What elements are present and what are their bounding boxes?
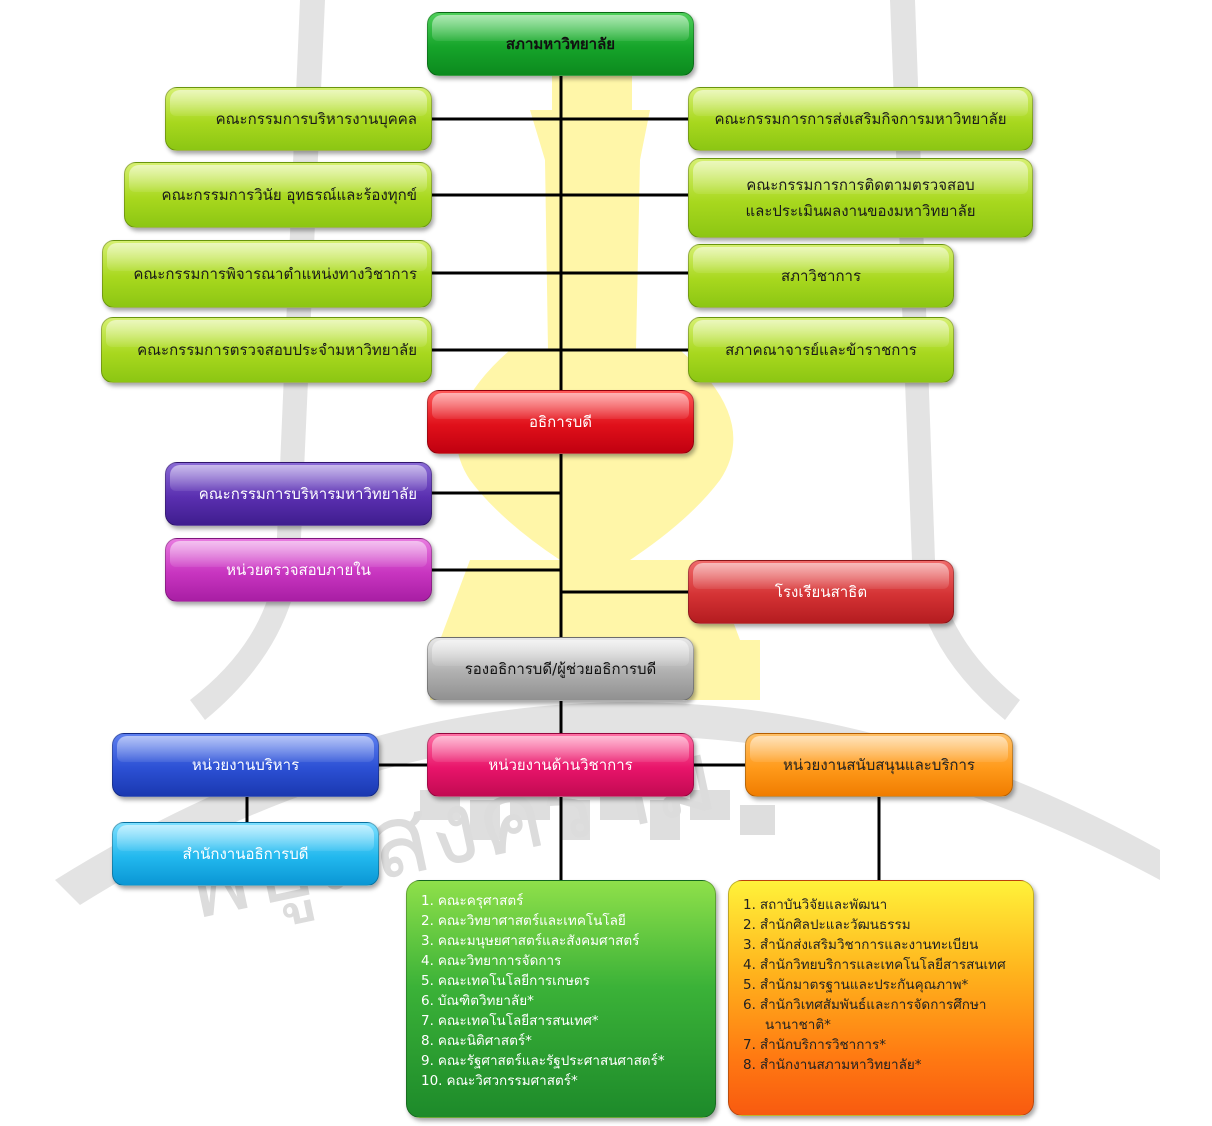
academic-faculties-list-box: 1.คณะครุศาสตร์ 2.คณะวิทยาศาสตร์และเทคโนโ…: [406, 880, 716, 1118]
committee-promotion-box: คณะกรรมการการส่งเสริมกิจการมหาวิทยาลัย: [688, 87, 1033, 151]
admin-unit-box: หน่วยงานบริหาร: [112, 733, 379, 797]
university-council-box: สภามหาวิทยาลัย: [427, 12, 694, 76]
vice-presidents-box: รองอธิการบดี/ผู้ช่วยอธิการบดี: [427, 637, 694, 701]
president-office-box: สำนักงานอธิการบดี: [112, 822, 379, 886]
admin-unit-label: หน่วยงานบริหาร: [191, 755, 300, 774]
committee-label: คณะกรรมการการส่งเสริมกิจการมหาวิทยาลัย: [714, 109, 1007, 128]
committee-label-line2: และประเมินผลงานของมหาวิทยาลัย: [745, 202, 976, 220]
list-item: 5.คณะเทคโนโลยีการเกษตร: [421, 973, 590, 989]
list-item: 5.สำนักมาตรฐานและประกันคุณภาพ*: [743, 977, 969, 993]
list-item: 3.คณะมนุษยศาสตร์และสังคมศาสตร์: [421, 933, 640, 949]
list-item: 2.คณะวิทยาศาสตร์และเทคโนโลยี: [421, 913, 626, 929]
committee-monitoring-box: คณะกรรมการการติดตามตรวจสอบ และประเมินผลง…: [688, 158, 1033, 238]
list-item: 3.สำนักส่งเสริมวิชาการและงานทะเบียน: [743, 937, 979, 953]
academic-unit-box: หน่วยงานด้านวิชาการ: [427, 733, 694, 797]
watermark-arch-right: [890, 0, 1020, 720]
internal-audit-box: หน่วยตรวจสอบภายใน: [165, 538, 432, 602]
committee-personnel-box: คณะกรรมการบริหารงานบุคคล: [165, 87, 432, 151]
committee-label: คณะกรรมการพิจารณาตำแหน่งทางวิชาการ: [133, 264, 417, 283]
list-item: 9.คณะรัฐศาสตร์และรัฐประศาสนศาสตร์*: [421, 1053, 665, 1069]
internal-audit-label: หน่วยตรวจสอบภายใน: [226, 560, 371, 579]
demo-school-label: โรงเรียนสาธิต: [774, 582, 868, 601]
demo-school-box: โรงเรียนสาธิต: [688, 560, 954, 624]
faculty-senate-box: สภาคณาจารย์และข้าราชการ: [688, 317, 954, 383]
committee-academic-position-box: คณะกรรมการพิจารณาตำแหน่งทางวิชาการ: [102, 240, 432, 308]
president-box: อธิการบดี: [427, 390, 694, 454]
committee-label-line1: คณะกรรมการการติดตามตรวจสอบ: [746, 175, 975, 194]
committee-audit-box: คณะกรรมการตรวจสอบประจำมหาวิทยาลัย: [101, 317, 432, 383]
list-item: 1.คณะครุศาสตร์: [421, 893, 524, 909]
committee-label: คณะกรรมการตรวจสอบประจำมหาวิทยาลัย: [137, 340, 417, 359]
list-item: 1.สถาบันวิจัยและพัฒนา: [743, 897, 888, 913]
list-item: 6.สำนักวิเทศสัมพันธ์และการจัดการศึกษา: [743, 997, 987, 1013]
list-item: นานาชาติ*: [765, 1017, 831, 1033]
list-item: 8.คณะนิติศาสตร์*: [421, 1033, 532, 1049]
list-item: 7.คณะเทคโนโลยีสารสนเทศ*: [421, 1013, 599, 1029]
list-item: 4.สำนักวิทยบริการและเทคโนโลยีสารสนเทศ: [743, 957, 1006, 973]
academic-unit-label: หน่วยงานด้านวิชาการ: [488, 755, 633, 774]
list-item: 4.คณะวิทยาการจัดการ: [421, 953, 562, 969]
academic-senate-box: สภาวิชาการ: [688, 244, 954, 308]
vice-presidents-label: รองอธิการบดี/ผู้ช่วยอธิการบดี: [464, 659, 657, 678]
university-council-label: สภามหาวิทยาลัย: [505, 34, 616, 53]
committee-discipline-box: คณะกรรมการวินัย อุทธรณ์และร้องทุกข์: [124, 162, 432, 228]
exec-committee-box: คณะกรรมการบริหารมหาวิทยาลัย: [165, 462, 432, 526]
list-item: 8.สำนักงานสภามหาวิทยาลัย*: [743, 1057, 922, 1073]
support-offices-list-box: 1.สถาบันวิจัยและพัฒนา 2.สำนักศิลปะและวัฒ…: [728, 880, 1034, 1116]
support-unit-label: หน่วยงานสนับสนุนและบริการ: [782, 755, 975, 774]
list-item: 2.สำนักศิลปะและวัฒนธรรม: [743, 917, 911, 933]
list-item: 6.บัณฑิตวิทยาลัย*: [421, 993, 534, 1009]
president-office-label: สำนักงานอธิการบดี: [182, 844, 309, 863]
faculty-senate-label: สภาคณาจารย์และข้าราชการ: [725, 340, 917, 359]
committee-label: คณะกรรมการวินัย อุทธรณ์และร้องทุกข์: [161, 185, 417, 204]
exec-committee-label: คณะกรรมการบริหารมหาวิทยาลัย: [198, 484, 417, 503]
list-item: 10.คณะวิศวกรรมศาสตร์*: [421, 1073, 578, 1089]
academic-senate-label: สภาวิชาการ: [780, 266, 862, 285]
committee-label: คณะกรรมการบริหารงานบุคคล: [215, 109, 417, 128]
president-label: อธิการบดี: [529, 412, 592, 431]
list-item: 7.สำนักบริการวิชาการ*: [743, 1037, 887, 1053]
support-unit-box: หน่วยงานสนับสนุนและบริการ: [745, 733, 1013, 797]
